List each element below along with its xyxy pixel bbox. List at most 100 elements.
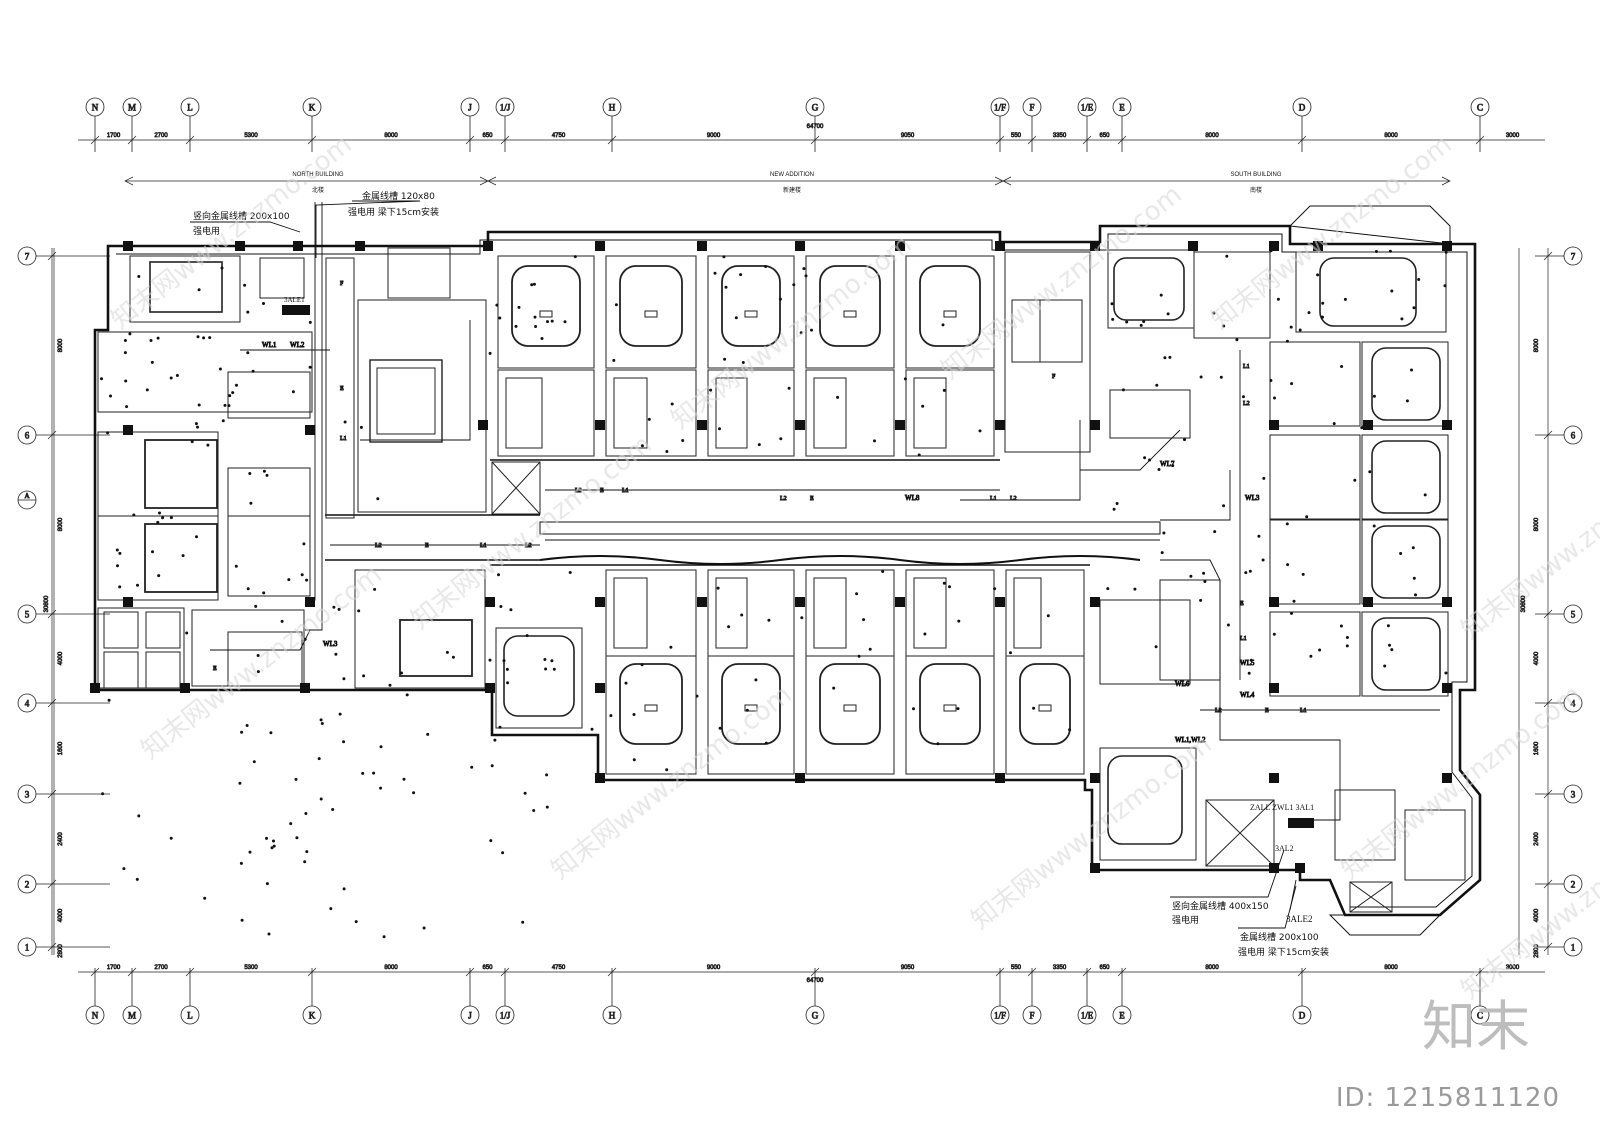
ceiling-light [262,591,266,595]
watermark-text: 知末网www.znzmo.com [1336,680,1588,886]
ceiling-light [502,659,506,663]
room-south-9 [1099,747,1197,861]
ceiling-light [185,631,189,635]
watermark-text: 知末网www.znzmo.com [136,560,388,766]
grid-axes: NNMMLLKKJJ1/J1/JHHGG1/F1/FFF1/E1/EEEDDCC… [17,97,1583,1025]
ceiling-light [488,351,492,355]
grid-label-row: 3 [1571,790,1576,800]
grid-label-col: E [1119,1011,1125,1021]
structural-column [1442,420,1452,430]
corridor-strip [539,521,1161,535]
ceiling-light [357,609,361,613]
dim-tick [47,789,57,799]
ceiling-light [379,745,383,749]
ceiling-light [269,731,273,735]
ceiling-light [305,850,309,854]
ceiling-light [1411,546,1415,550]
structural-column [1269,597,1279,607]
ceiling-light [304,812,308,815]
ceiling-light [1166,312,1170,316]
structural-column [485,683,495,693]
zone-new-en: NEW ADDITION [770,172,814,178]
ceiling-light [359,425,363,429]
structural-column [995,773,1005,783]
ceiling-light [665,768,669,772]
dim-tick [1027,967,1037,977]
ceiling-light [123,339,127,342]
dim-tick [1297,135,1307,145]
ceiling-light [248,472,252,475]
ceiling-light [239,861,243,865]
ceiling-light [1222,324,1226,328]
room-north-riser [325,257,355,519]
structural-column [697,241,707,251]
ceiling-light [235,383,238,387]
dim-tick [127,135,137,145]
ceiling-light [470,765,474,769]
ceiling-light [709,388,713,392]
dim-total: 64700 [807,978,824,984]
ceiling-light [246,587,250,591]
dim-value: 9000 [707,965,721,971]
circuit-south-branch [1160,470,1231,521]
ceiling-light [941,323,945,327]
ceiling-light [718,726,722,730]
ceiling-light [308,365,312,369]
structural-column [1269,241,1279,251]
cable-tray-north [305,202,316,601]
ceiling-light [1106,587,1110,591]
structural-column [1313,241,1323,251]
ceiling-light [498,316,502,320]
grid-label-col: D [1299,103,1306,113]
ceiling-light [741,361,745,364]
zone-new-cn: 新建楼 [783,186,801,194]
circuit-label-wl: WL4 [1240,691,1255,699]
ceiling-light [792,283,796,287]
ceiling-light [342,677,346,681]
ceiling-light [1386,624,1390,628]
ceiling-light [545,805,549,809]
dim-tick [1543,942,1553,952]
dim-value: 2800 [1534,944,1540,958]
dim-value: 4000 [1534,651,1540,665]
ceiling-light [1443,284,1447,288]
ceiling-light [1390,289,1394,293]
bathtub-top [819,265,881,347]
bathtub-top [511,265,581,347]
room-south-11 [1404,809,1466,881]
ceiling-light [545,773,549,777]
ceiling-light [1289,325,1293,329]
tub-drain [943,310,957,318]
guest-room-bottom-1 [707,655,795,775]
rooms [97,247,1466,913]
room-south-7 [1269,519,1361,605]
dim-value: 3000 [1506,133,1520,139]
dim-tick [1543,698,1553,708]
ceiling-light [868,647,872,651]
ceiling-light [1219,375,1223,379]
watermark-text: 知末网www.znzmo.com [546,680,798,886]
ceiling-light [1183,438,1186,442]
guest-room-bottom-bath-1 [707,569,795,657]
ceiling-light [1111,317,1115,321]
watermark-text: 知末网www.znzmo.com [106,130,358,336]
ceiling-light [122,867,126,871]
room-north-9 [387,247,451,299]
walls [93,205,1482,936]
dim-tick [500,967,510,977]
grid-label-col: F [1029,1011,1034,1021]
ceiling-light [1388,643,1391,647]
ceiling-light [722,255,726,259]
ceiling-light [302,542,306,546]
circuit-label: L2 [525,543,532,549]
structural-column [895,241,905,251]
ceiling-light [942,388,946,392]
ceiling-light [451,655,455,659]
ceiling-light [800,616,804,620]
leader-note-2 [315,200,421,258]
guest-room-bottom-0 [605,655,697,775]
ceiling-light [125,405,129,409]
ceiling-light [1410,368,1413,372]
leader-note-1 [190,221,301,233]
ceiling-light [1199,375,1203,379]
